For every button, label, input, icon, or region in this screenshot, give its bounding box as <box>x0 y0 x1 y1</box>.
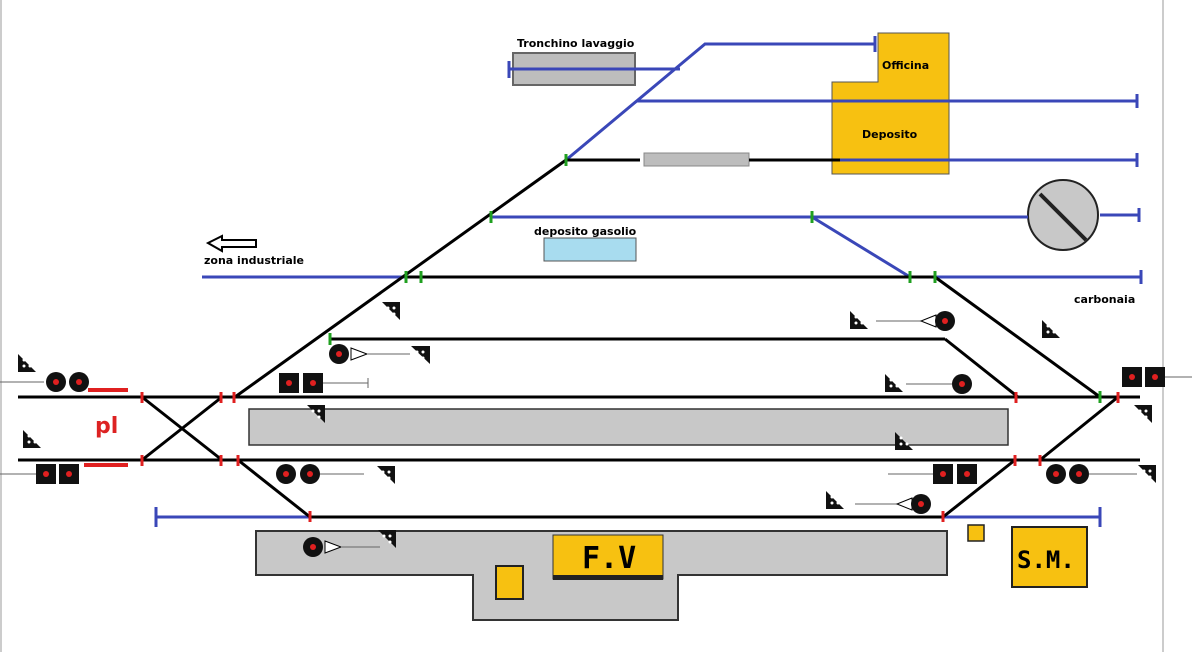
island-platform <box>248 408 1009 446</box>
signal-icon <box>0 464 79 484</box>
label-pl: pl <box>95 414 118 439</box>
label-deposito-gasolio: deposito gasolio <box>534 225 637 238</box>
dwarf-signal-icon <box>1134 405 1152 423</box>
small-building-1 <box>495 565 524 600</box>
signal-icon <box>276 464 364 484</box>
dwarf-signal-icon <box>895 432 913 450</box>
dwarf-signal-icon <box>378 530 396 548</box>
level-crossing-bars <box>84 388 128 467</box>
label-zona-industriale: zona industriale <box>204 254 304 267</box>
label-officina: Officina <box>882 59 929 72</box>
dwarf-signal-icon <box>377 466 395 484</box>
left-arrow-icon <box>205 234 257 253</box>
signal-icon <box>876 311 955 331</box>
deposito-gasolio-tank <box>543 237 637 262</box>
signal-icon <box>1046 464 1137 484</box>
dwarf-signal-icon <box>411 346 430 364</box>
label-tronchino-lavaggio: Tronchino lavaggio <box>517 37 635 50</box>
switch-marks-green <box>328 154 1102 403</box>
signal-icon <box>0 372 89 392</box>
dwarf-signal-icon <box>382 302 400 320</box>
label-deposito: Deposito <box>862 128 918 141</box>
dwarf-signal-icon <box>850 311 868 329</box>
switch-marks-red <box>140 392 1120 522</box>
officina-deposito-building <box>831 32 950 175</box>
dwarf-signal-icon <box>23 430 41 448</box>
dwarf-signal-icon <box>826 491 844 509</box>
sm-building <box>1011 526 1088 588</box>
siding-tracks <box>154 36 1143 527</box>
dwarf-signal-icon <box>18 354 36 372</box>
signal-icon <box>906 374 972 394</box>
dwarf-signal-icon <box>1138 465 1156 483</box>
signal-icon <box>329 344 410 364</box>
label-carbonaia: carbonaia <box>1074 293 1135 306</box>
small-building-2 <box>967 524 985 542</box>
label-fv: F.V <box>582 541 636 576</box>
wagon-on-siding <box>643 152 750 167</box>
main-tracks <box>18 158 1140 519</box>
dwarf-signal-icon <box>885 374 903 392</box>
label-sm: S.M. <box>1017 546 1075 574</box>
signal-icon <box>303 537 380 557</box>
signal-icon <box>888 464 977 484</box>
signal-icon <box>1122 367 1192 387</box>
fv-sign-underline <box>553 575 663 580</box>
dwarf-signal-icon <box>1042 320 1060 338</box>
signal-icon <box>855 494 931 514</box>
signal-icon <box>279 373 369 393</box>
dwarf-signal-icon <box>307 405 325 423</box>
turntable-icon <box>1027 179 1099 251</box>
